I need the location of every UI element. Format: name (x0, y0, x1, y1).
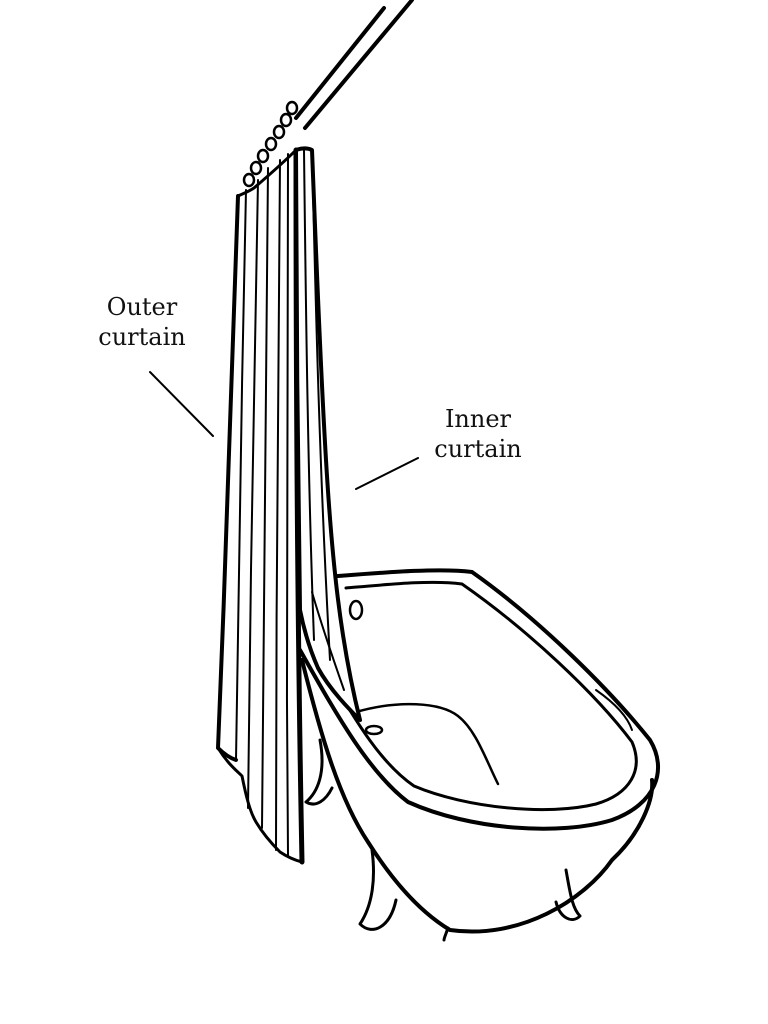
curtain-ring-icon (256, 148, 270, 164)
curtain-ring-icon (285, 100, 299, 116)
outer-curtain-label-line1: Outer (106, 293, 178, 321)
outer-curtain-label: Outer curtain (92, 292, 192, 352)
shower-rod-icon (294, 0, 414, 130)
inner-curtain-label: Inner curtain (426, 404, 530, 464)
clawfoot-bathtub-icon (298, 568, 660, 942)
curtain-ring-icon (249, 160, 263, 176)
curtain-ring-icon (264, 136, 278, 152)
inner-curtain-label-line1: Inner (444, 405, 512, 433)
outer-curtain-label-line2: curtain (98, 323, 186, 351)
curtain-ring-icon (279, 112, 293, 128)
curtain-ring-icon (242, 172, 256, 188)
inner-curtain (294, 146, 362, 722)
curtain-ring-icon (272, 124, 286, 140)
inner-curtain-label-line2: curtain (434, 435, 522, 463)
outer-curtain (216, 147, 305, 865)
curtain-rings (242, 100, 299, 188)
inner-curtain-leader (355, 457, 419, 490)
outer-curtain-leader (149, 371, 214, 437)
leader-lines (149, 371, 419, 490)
